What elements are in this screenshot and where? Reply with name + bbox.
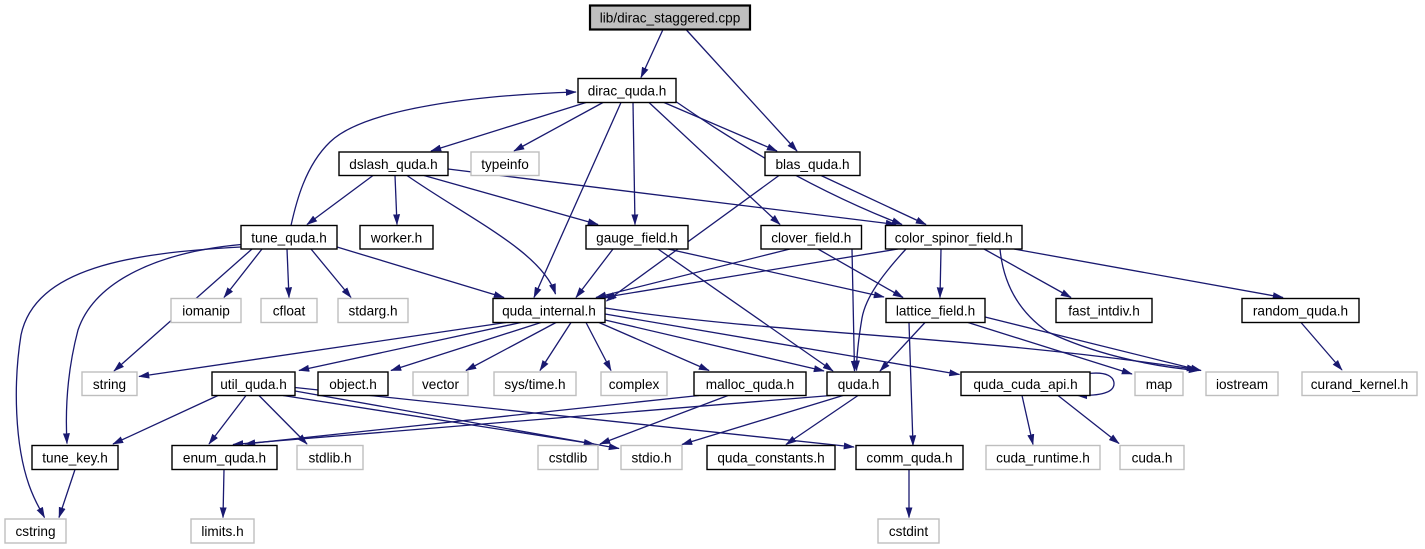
svg-text:string: string <box>93 377 126 392</box>
svg-text:quda.h: quda.h <box>838 377 880 392</box>
svg-text:map: map <box>1146 377 1172 392</box>
svg-text:stdarg.h: stdarg.h <box>348 304 397 319</box>
svg-text:lib/dirac_staggered.cpp: lib/dirac_staggered.cpp <box>600 11 741 26</box>
svg-text:quda_internal.h: quda_internal.h <box>502 304 596 319</box>
svg-text:sys/time.h: sys/time.h <box>504 377 565 392</box>
svg-text:iomanip: iomanip <box>182 304 230 319</box>
svg-text:vector: vector <box>422 377 459 392</box>
svg-text:stdlib.h: stdlib.h <box>308 451 351 466</box>
svg-text:typeinfo: typeinfo <box>481 157 529 172</box>
svg-text:cuda.h: cuda.h <box>1132 451 1173 466</box>
svg-text:cfloat: cfloat <box>273 304 306 319</box>
svg-text:gauge_field.h: gauge_field.h <box>596 230 678 245</box>
svg-text:dirac_quda.h: dirac_quda.h <box>588 84 667 99</box>
svg-text:enum_quda.h: enum_quda.h <box>183 451 266 466</box>
svg-text:cstdlib: cstdlib <box>549 451 588 466</box>
svg-text:quda_cuda_api.h: quda_cuda_api.h <box>973 377 1077 392</box>
svg-text:stdio.h: stdio.h <box>631 451 671 466</box>
svg-text:malloc_quda.h: malloc_quda.h <box>706 377 794 392</box>
svg-text:quda_constants.h: quda_constants.h <box>717 451 824 466</box>
svg-text:worker.h: worker.h <box>370 230 422 245</box>
svg-text:comm_quda.h: comm_quda.h <box>866 451 952 466</box>
svg-text:cstdint: cstdint <box>889 524 929 539</box>
svg-text:tune_key.h: tune_key.h <box>42 451 108 466</box>
svg-text:iostream: iostream <box>1216 377 1268 392</box>
svg-text:random_quda.h: random_quda.h <box>1253 304 1348 319</box>
svg-text:clover_field.h: clover_field.h <box>771 230 851 245</box>
svg-text:cstring: cstring <box>15 524 55 539</box>
svg-text:tune_quda.h: tune_quda.h <box>251 230 327 245</box>
svg-text:fast_intdiv.h: fast_intdiv.h <box>1068 304 1140 319</box>
svg-text:dslash_quda.h: dslash_quda.h <box>349 157 437 172</box>
svg-text:complex: complex <box>609 377 660 392</box>
svg-text:util_quda.h: util_quda.h <box>220 377 287 392</box>
svg-text:blas_quda.h: blas_quda.h <box>775 157 849 172</box>
svg-text:color_spinor_field.h: color_spinor_field.h <box>895 230 1013 245</box>
svg-text:lattice_field.h: lattice_field.h <box>896 304 975 319</box>
svg-text:object.h: object.h <box>329 377 377 392</box>
svg-text:curand_kernel.h: curand_kernel.h <box>1311 377 1409 392</box>
svg-text:limits.h: limits.h <box>201 524 243 539</box>
svg-text:cuda_runtime.h: cuda_runtime.h <box>996 451 1090 466</box>
